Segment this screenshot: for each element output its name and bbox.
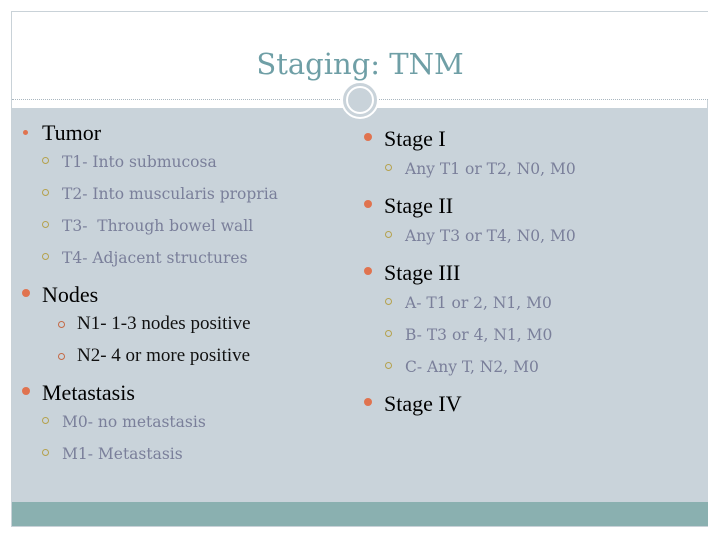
list-item-stage-3c: C- Any T, N2, M0 xyxy=(364,357,684,377)
item-text: T2- Into muscularis propria xyxy=(62,185,278,203)
list-item-t4: T4- Adjacent structures xyxy=(22,248,342,268)
item-text: Any T1 or T2, N0, M0 xyxy=(405,160,576,178)
ring-bullet-icon xyxy=(42,157,49,164)
list-item-stage-2: Stage II xyxy=(364,191,684,221)
list-item-metastasis: Metastasis xyxy=(22,378,342,408)
list-item-stage-2-detail: Any T3 or T4, N0, M0 xyxy=(364,226,684,246)
list-item-stage-1: Stage I xyxy=(364,124,684,154)
list-item-stage-3a: A- T1 or 2, N1, M0 xyxy=(364,293,684,313)
item-text: N2- 4 or more positive xyxy=(77,345,251,366)
item-text: T3- Through bowel wall xyxy=(62,217,254,235)
bullet-icon xyxy=(22,387,30,395)
item-text: C- Any T, N2, M0 xyxy=(405,358,539,376)
heading-stage-3: Stage III xyxy=(384,260,461,285)
footer-bar xyxy=(12,502,708,526)
bullet-icon xyxy=(22,289,30,297)
ring-bullet-icon xyxy=(42,417,49,424)
bullet-icon xyxy=(364,200,372,208)
heading-tumor: Tumor xyxy=(42,120,102,145)
ring-bullet-icon xyxy=(42,449,49,456)
ring-bullet-icon xyxy=(385,298,392,305)
list-item-stage-3: Stage III xyxy=(364,258,684,288)
item-text: N1- 1-3 nodes positive xyxy=(77,313,251,334)
circle-ornament-icon xyxy=(341,81,379,119)
ring-bullet-icon xyxy=(385,164,392,171)
heading-stage-4: Stage IV xyxy=(384,391,462,416)
list-item-tumor: Tumor xyxy=(22,118,342,148)
item-text: B- T3 or 4, N1, M0 xyxy=(405,326,553,344)
list-item-stage-4: Stage IV xyxy=(364,389,684,419)
ring-bullet-icon xyxy=(58,321,65,328)
list-item-m1: M1- Metastasis xyxy=(22,444,342,464)
ring-bullet-icon xyxy=(42,221,49,228)
heading-stage-1: Stage I xyxy=(384,126,446,151)
stage-list: Stage I Any T1 or T2, N0, M0 Stage II An… xyxy=(364,124,684,424)
ring-bullet-icon xyxy=(385,330,392,337)
bullet-icon xyxy=(364,398,372,406)
item-text: A- T1 or 2, N1, M0 xyxy=(405,294,552,312)
item-text: M1- Metastasis xyxy=(62,445,183,463)
bullet-icon xyxy=(364,133,372,141)
list-item-n2: N2- 4 or more positive xyxy=(22,346,342,366)
list-item-t3: T3- Through bowel wall xyxy=(22,216,342,236)
list-item-stage-3b: B- T3 or 4, N1, M0 xyxy=(364,325,684,345)
heading-stage-2: Stage II xyxy=(384,193,454,218)
ring-bullet-icon xyxy=(58,353,65,360)
list-item-n1: N1- 1-3 nodes positive xyxy=(22,314,342,334)
ring-bullet-icon xyxy=(42,253,49,260)
circle-ornament-inner-icon xyxy=(346,86,374,114)
list-item-t1: T1- Into submucosa xyxy=(22,152,342,172)
heading-nodes: Nodes xyxy=(42,282,99,307)
item-text: T4- Adjacent structures xyxy=(62,249,248,267)
bullet-icon xyxy=(23,130,28,135)
item-text: Any T3 or T4, N0, M0 xyxy=(405,227,576,245)
ring-bullet-icon xyxy=(385,231,392,238)
ring-bullet-icon xyxy=(42,189,49,196)
bullet-icon xyxy=(364,267,372,275)
heading-metastasis: Metastasis xyxy=(42,380,135,405)
list-item-nodes: Nodes xyxy=(22,280,342,310)
content-area xyxy=(12,108,708,502)
list-item-m0: M0- no metastasis xyxy=(22,412,342,432)
list-item-stage-1-detail: Any T1 or T2, N0, M0 xyxy=(364,159,684,179)
list-item-t2: T2- Into muscularis propria xyxy=(22,184,342,204)
slide-title: Staging: TNM xyxy=(256,47,464,81)
item-text: M0- no metastasis xyxy=(62,413,206,431)
ring-bullet-icon xyxy=(385,362,392,369)
tnm-list: Tumor T1- Into submucosa T2- Into muscul… xyxy=(22,118,342,476)
item-text: T1- Into submucosa xyxy=(62,153,217,171)
